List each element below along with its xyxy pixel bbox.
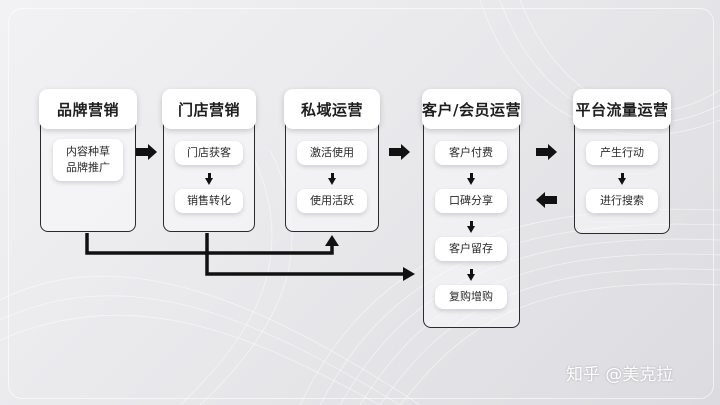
step-activate-usage: 激活使用 [297, 141, 367, 165]
step-store-acquisition: 门店获客 [175, 141, 243, 165]
column-title: 门店营销 [162, 89, 256, 129]
column-title: 客户/会员运营 [422, 89, 521, 129]
down-arrow [618, 173, 626, 185]
down-arrow [467, 221, 475, 233]
down-arrow [467, 173, 475, 185]
column-title: 品牌营销 [39, 89, 137, 129]
column-brand-marketing: 品牌营销 内容种草 品牌推广 [39, 89, 137, 232]
column-platform-traffic: 平台流量运营 产生行动 进行搜索 [573, 89, 671, 234]
down-arrow [467, 269, 475, 281]
step-customer-payment: 客户付费 [435, 141, 507, 165]
down-arrow [205, 173, 213, 185]
column-customer-member: 客户/会员运营 客户付费 口碑分享 客户留存 复购增购 [422, 89, 521, 328]
step-take-action: 产生行动 [586, 141, 658, 165]
down-arrow [328, 173, 336, 185]
step-customer-retention: 客户留存 [435, 237, 507, 261]
step-active-usage: 使用活跃 [297, 189, 367, 213]
step-repurchase-upsell: 复购增购 [435, 285, 507, 309]
column-title: 私域运营 [284, 89, 380, 129]
page-frame [8, 8, 714, 399]
column-private-domain: 私域运营 激活使用 使用活跃 [284, 89, 380, 232]
step-search: 进行搜索 [586, 189, 658, 213]
step-sales-conversion: 销售转化 [175, 189, 243, 213]
column-store-marketing: 门店营销 门店获客 销售转化 [162, 89, 256, 232]
watermark-text: 知乎 @美克拉 [566, 365, 674, 385]
step-word-of-mouth: 口碑分享 [435, 189, 507, 213]
step-content-seeding-brand-promotion: 内容种草 品牌推广 [53, 139, 123, 181]
column-title: 平台流量运营 [573, 89, 671, 129]
